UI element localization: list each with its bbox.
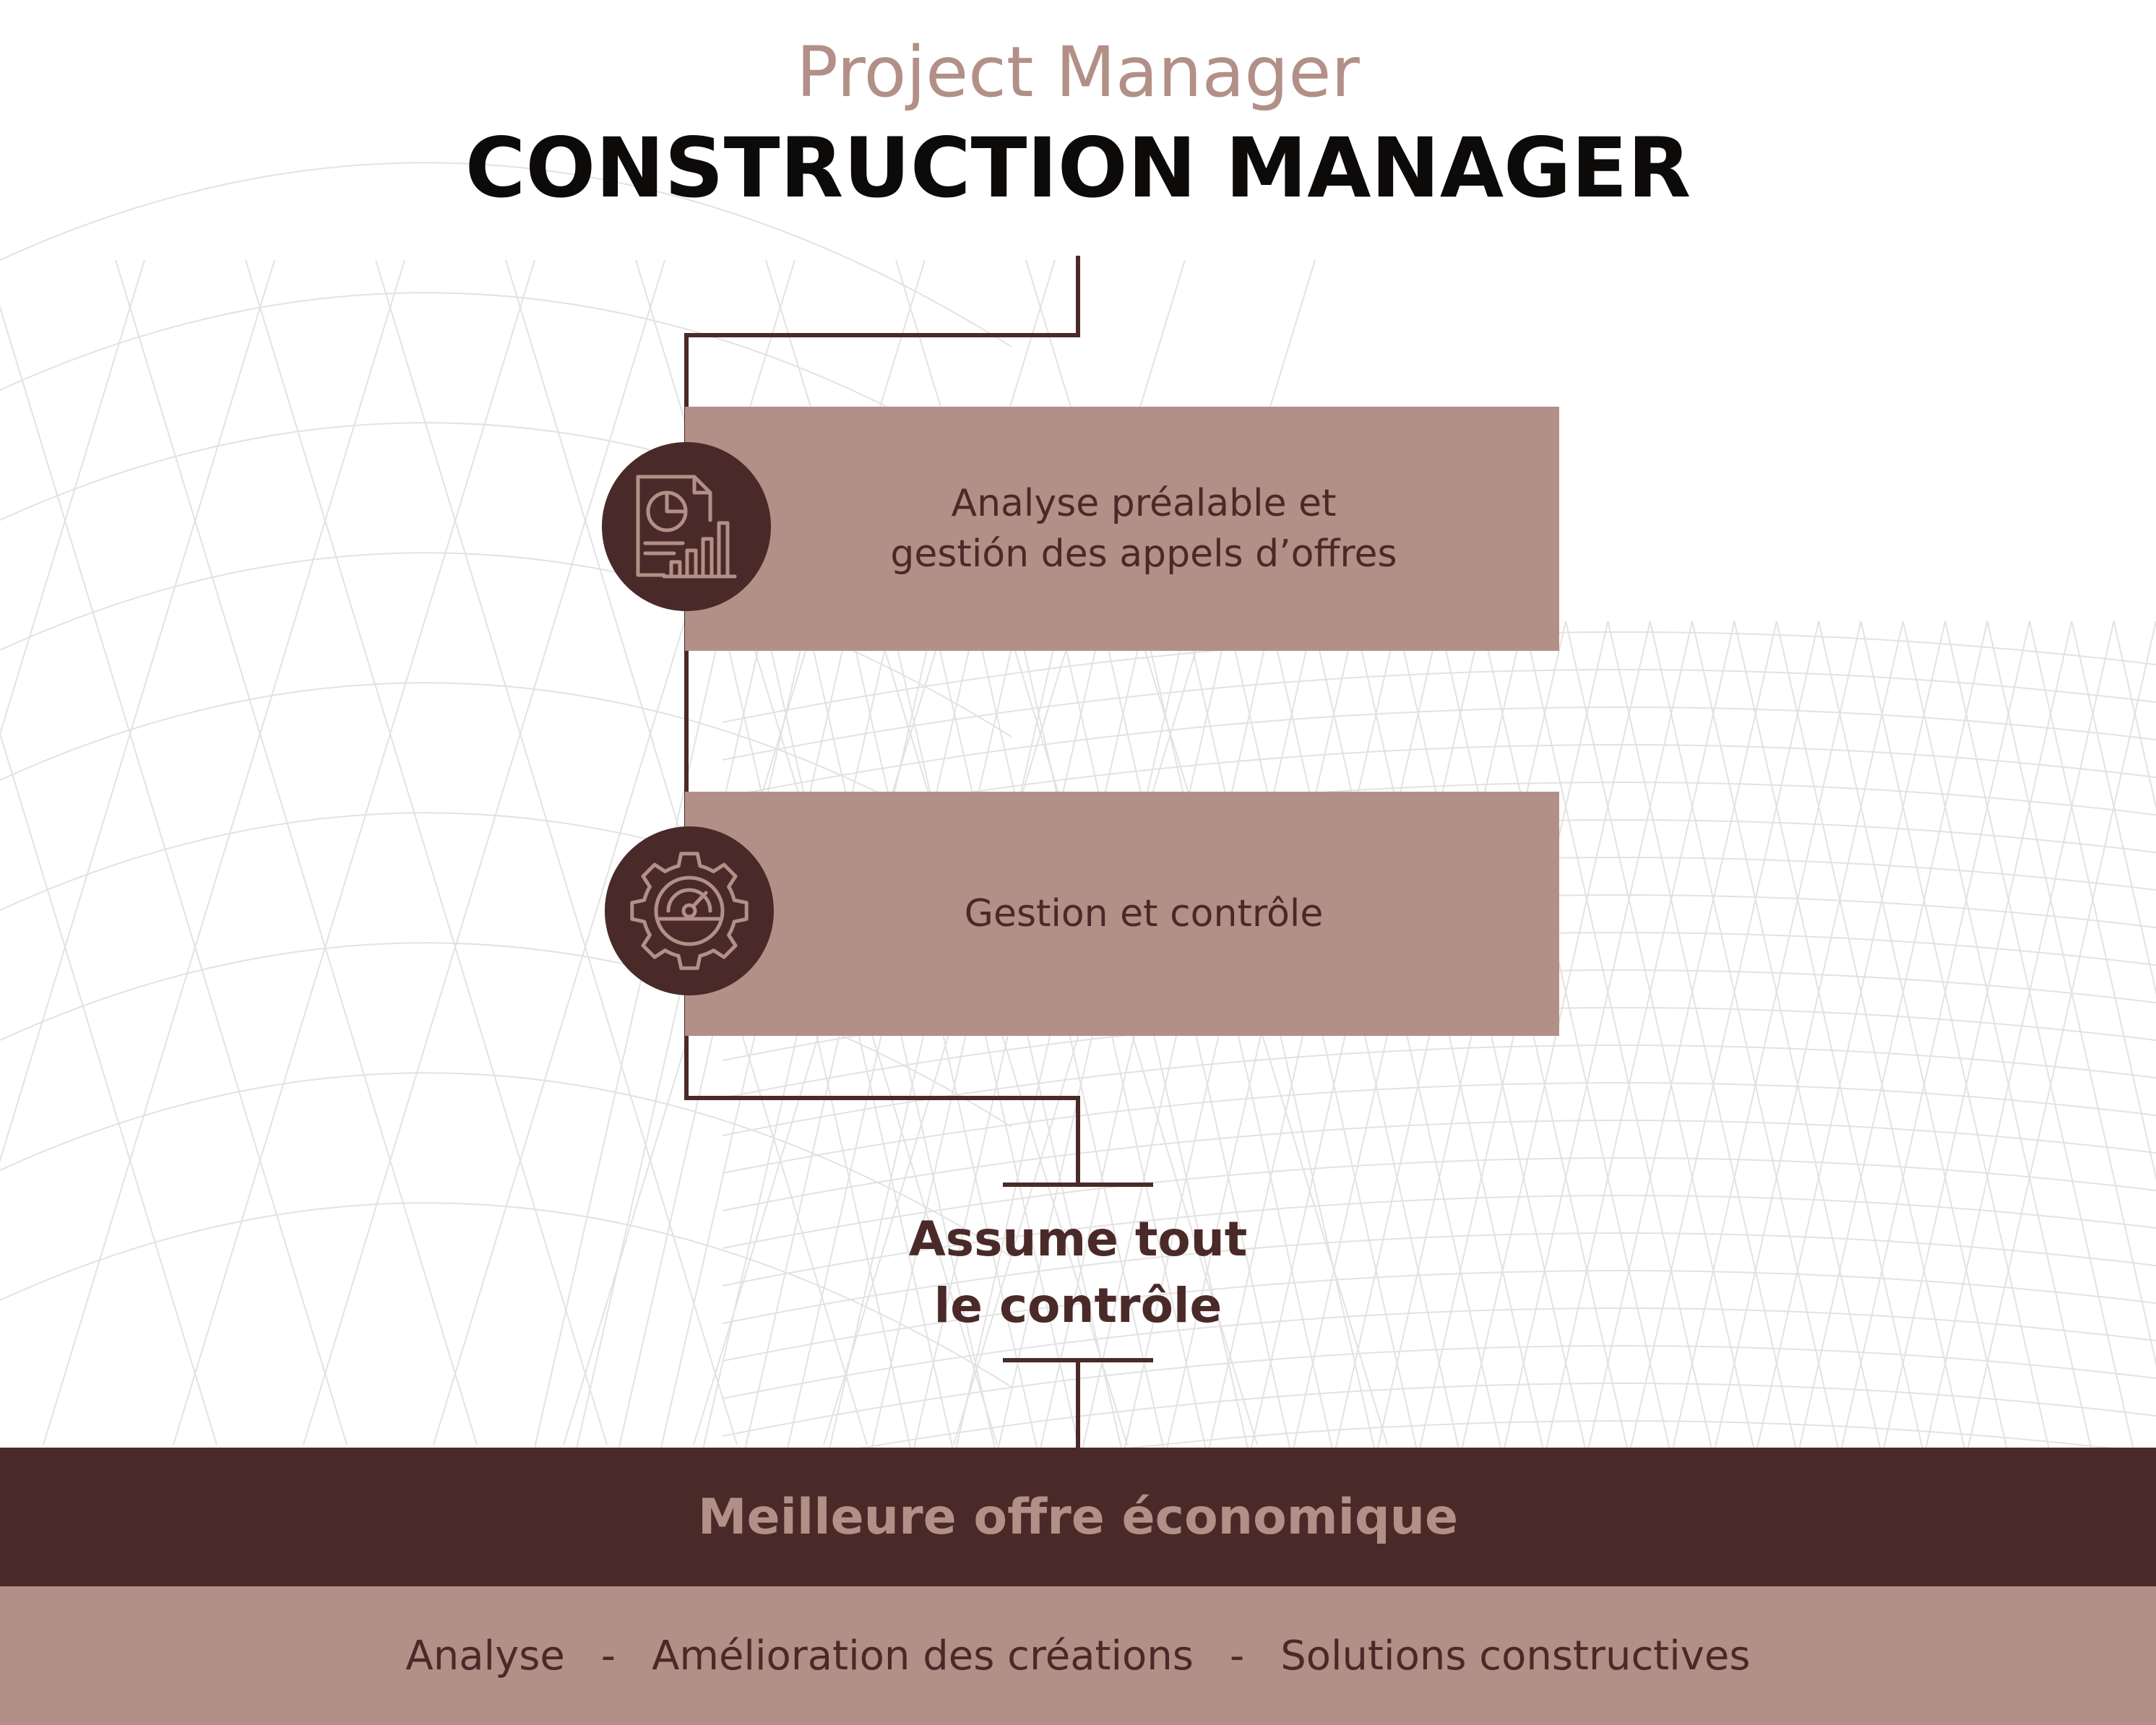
benefit-item: Amélioration des créations — [652, 1632, 1194, 1679]
step-card-line: Gestion et contrôle — [964, 892, 1324, 935]
step-card-line: gestión des appels d’offres — [890, 532, 1397, 576]
document-chart-icon — [602, 442, 771, 611]
benefit-item: Solutions constructives — [1280, 1632, 1751, 1679]
result-band: Meilleure offre économique — [0, 1448, 2156, 1586]
benefit-separator: - — [600, 1632, 616, 1679]
result-band-label: Meilleure offre économique — [697, 1488, 1459, 1546]
step-card-management: Gestion et contrôle — [685, 792, 1559, 1036]
outcome-label: Assume tout le contrôle — [861, 1206, 1295, 1339]
step-card-label: Analyse préalable et gestión des appels … — [685, 407, 1559, 651]
step-card-analysis: Analyse préalable et gestión des appels … — [685, 407, 1559, 651]
page-title: CONSTRUCTION MANAGER — [465, 120, 1691, 216]
benefits-band: Analyse - Amélioration des créations - S… — [0, 1586, 2156, 1725]
benefit-item: Analyse — [405, 1632, 565, 1679]
connector-top — [684, 256, 1080, 1185]
step-card-label: Gestion et contrôle — [685, 792, 1559, 1036]
outcome-line: le contrôle — [933, 1278, 1223, 1333]
benefit-separator: - — [1229, 1632, 1245, 1679]
benefits-list: Analyse - Amélioration des créations - S… — [0, 1586, 2156, 1725]
gear-gauge-icon — [605, 826, 774, 995]
step-card-line: Analyse préalable et — [951, 482, 1337, 525]
outcome-line: Assume tout — [908, 1211, 1248, 1267]
page-subtitle: Project Manager — [796, 32, 1360, 113]
